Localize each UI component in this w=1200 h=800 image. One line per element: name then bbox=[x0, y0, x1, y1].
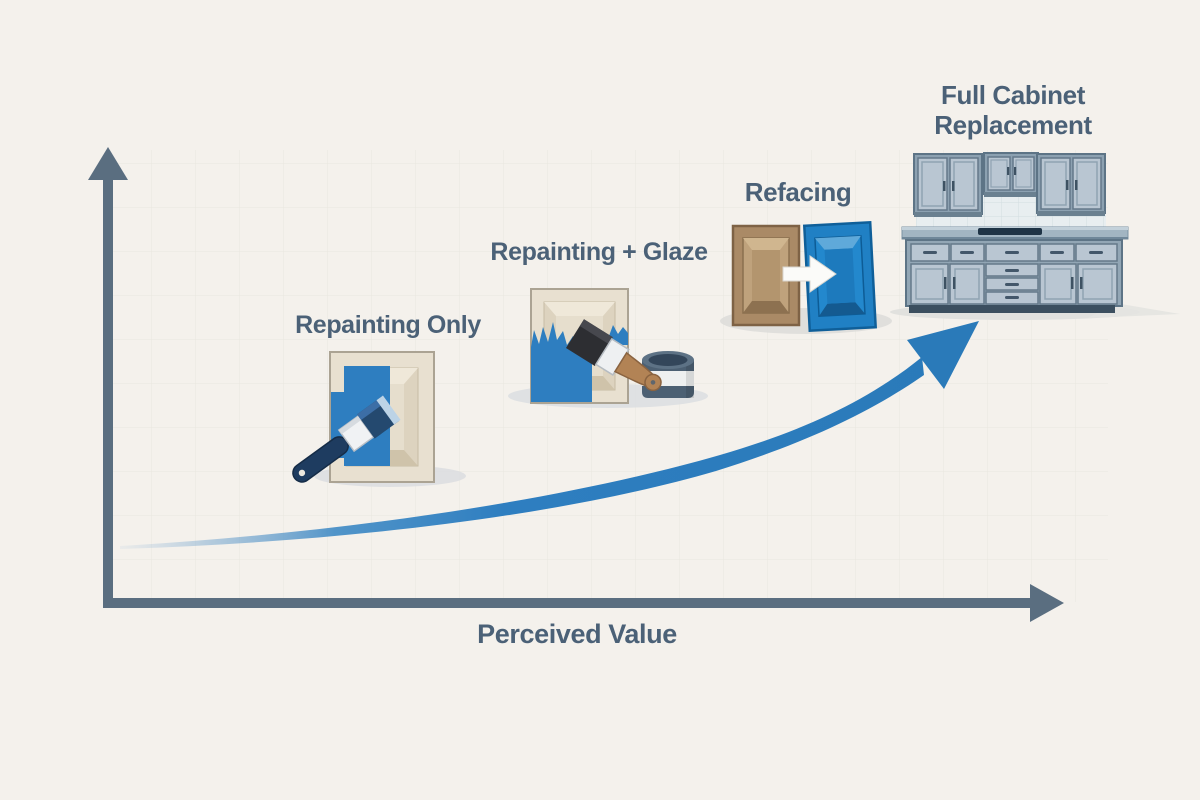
value-curve-arrow bbox=[120, 321, 979, 549]
stage-label-repainting-glaze: Repainting + Glaze bbox=[490, 238, 708, 266]
old-door-to-new-door-swap-icon bbox=[720, 221, 892, 334]
half-painted-door-brush-glaze-can-icon bbox=[508, 288, 708, 408]
curve-arrowhead-icon bbox=[907, 321, 979, 389]
x-axis-label: Perceived Value bbox=[477, 619, 677, 649]
painted-cabinet-door-with-brush-icon bbox=[292, 351, 466, 487]
blue-paint-area bbox=[531, 322, 592, 402]
upper-cabinets bbox=[913, 152, 1106, 217]
cooktop bbox=[978, 228, 1042, 235]
paintbrush-icon bbox=[292, 395, 401, 483]
full-kitchen-cabinet-set-icon bbox=[890, 152, 1180, 320]
base-cabinets bbox=[905, 239, 1123, 313]
kickboard bbox=[909, 305, 1115, 313]
stage-label-full-cabinet-replacement: Full Cabinet Replacement bbox=[934, 80, 1092, 141]
glaze-brush-icon bbox=[565, 319, 662, 392]
countertop bbox=[901, 226, 1129, 240]
stage-label-repainting-only: Repainting Only bbox=[295, 311, 481, 339]
stage-label-refacing: Refacing bbox=[744, 177, 852, 207]
x-axis bbox=[103, 584, 1064, 622]
swap-arrow-icon bbox=[782, 255, 837, 293]
new-blue-door-icon bbox=[802, 221, 877, 332]
y-axis bbox=[88, 147, 128, 605]
